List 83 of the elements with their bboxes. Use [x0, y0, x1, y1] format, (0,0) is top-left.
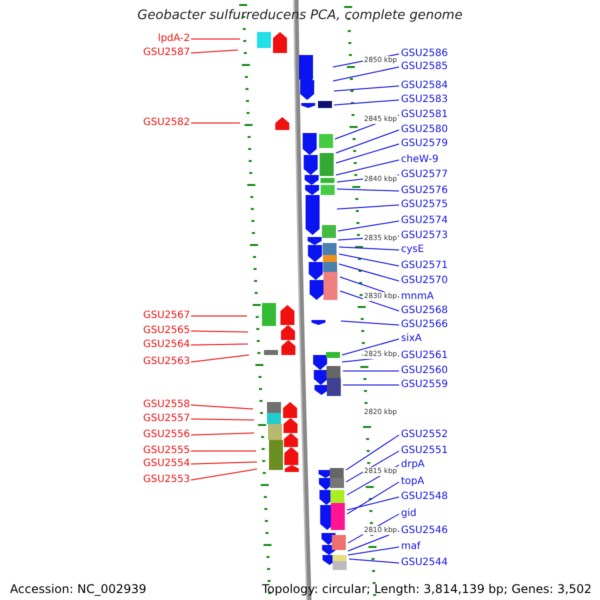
leader-line: [190, 432, 254, 436]
leader-line: [334, 86, 400, 92]
leader-line: [190, 330, 248, 332]
leader-line: [190, 468, 258, 480]
leader-line: [190, 418, 254, 420]
gene-label: GSU2563: [143, 355, 190, 369]
leader-line: [336, 204, 400, 210]
leader-line: [342, 384, 400, 386]
leader-line: [346, 496, 400, 510]
leader-line: [346, 434, 400, 470]
gene-label: GSU2585: [401, 60, 448, 74]
gene-label: GSU2559: [401, 378, 448, 392]
leader-line: [190, 38, 240, 40]
gene-label: drpA: [401, 458, 425, 472]
gene-label: GSU2544: [401, 556, 448, 570]
leader-line: [190, 344, 248, 346]
gene-label: GSU2587: [143, 46, 190, 60]
leader-line: [338, 254, 400, 266]
gene-label: GSU2558: [143, 398, 190, 412]
gene-label: GSU2581: [401, 108, 448, 122]
gene-label: GSU2556: [143, 428, 190, 442]
leader-line: [190, 462, 258, 464]
gene-label: GSU2576: [401, 184, 448, 198]
map-title: Geobacter sulfurreducens PCA, complete genome: [136, 9, 464, 23]
leader-line: [190, 50, 238, 54]
gene-label: GSU2567: [143, 309, 190, 323]
gene-label: GSU2583: [401, 93, 448, 107]
leader-line: [348, 546, 400, 556]
gene-label: topA: [401, 475, 424, 489]
gene-label: GSU2574: [401, 214, 448, 228]
leader-line: [346, 450, 400, 482]
leader-line: [190, 404, 254, 410]
leader-line: [336, 188, 400, 192]
leader-line: [336, 144, 400, 164]
leader-line: [342, 370, 400, 372]
gene-label: gid: [401, 507, 416, 521]
gene-label: GSU2580: [401, 123, 448, 137]
gene-label: cysE: [401, 243, 424, 257]
leader-line: [348, 558, 400, 564]
gene-label: GSU2546: [401, 524, 448, 538]
gene-label: GSU2584: [401, 79, 448, 93]
leader-line: [190, 122, 240, 124]
leader-line: [336, 160, 400, 176]
leader-line: [336, 130, 400, 154]
gene-label: GSU2571: [401, 259, 448, 273]
gene-label: GSU2555: [143, 444, 190, 458]
leader-line: [342, 338, 400, 356]
gene-label: GSU2552: [401, 428, 448, 442]
gene-label: sixA: [401, 332, 422, 346]
gene-label: GSU2560: [401, 364, 448, 378]
gene-label: GSU2575: [401, 198, 448, 212]
gene-label: GSU2568: [401, 304, 448, 318]
leader-line: [334, 100, 400, 106]
gene-label: lpdA-2: [158, 32, 190, 46]
gene-label: maf: [401, 540, 420, 554]
gene-label: GSU2548: [401, 490, 448, 504]
gene-label: GSU2570: [401, 274, 448, 288]
gene-label: GSU2557: [143, 412, 190, 426]
gene-label: GSU2554: [143, 457, 190, 471]
gene-label: GSU2565: [143, 324, 190, 338]
leader-line: [340, 320, 400, 326]
gene-label: GSU2551: [401, 444, 448, 458]
gene-label: GSU2564: [143, 338, 190, 352]
leader-line: [340, 290, 400, 312]
gene-label: GSU2561: [401, 349, 448, 363]
leader-line: [338, 246, 400, 250]
leader-line: [190, 354, 250, 362]
gene-label: GSU2577: [401, 168, 448, 182]
gene-label: cheW-9: [401, 153, 438, 167]
gene-label: GSU2582: [143, 116, 190, 130]
gene-label: mnmA: [401, 290, 434, 304]
footer-text: Accession: NC_002939: [10, 582, 146, 596]
leader-line: [190, 450, 256, 452]
leader-line: [346, 482, 400, 514]
leader-line: [338, 220, 400, 232]
gene-label: GSU2579: [401, 137, 448, 151]
gene-label: GSU2586: [401, 47, 448, 61]
leader-line: [338, 264, 400, 282]
footer-text: Topology: circular; Length: 3,814,139 bp; Genes: 3,502: [262, 582, 592, 596]
leader-line: [332, 66, 400, 82]
gene-label: GSU2566: [401, 318, 448, 332]
gene-label: GSU2573: [401, 229, 448, 243]
gene-label: GSU2553: [143, 473, 190, 487]
